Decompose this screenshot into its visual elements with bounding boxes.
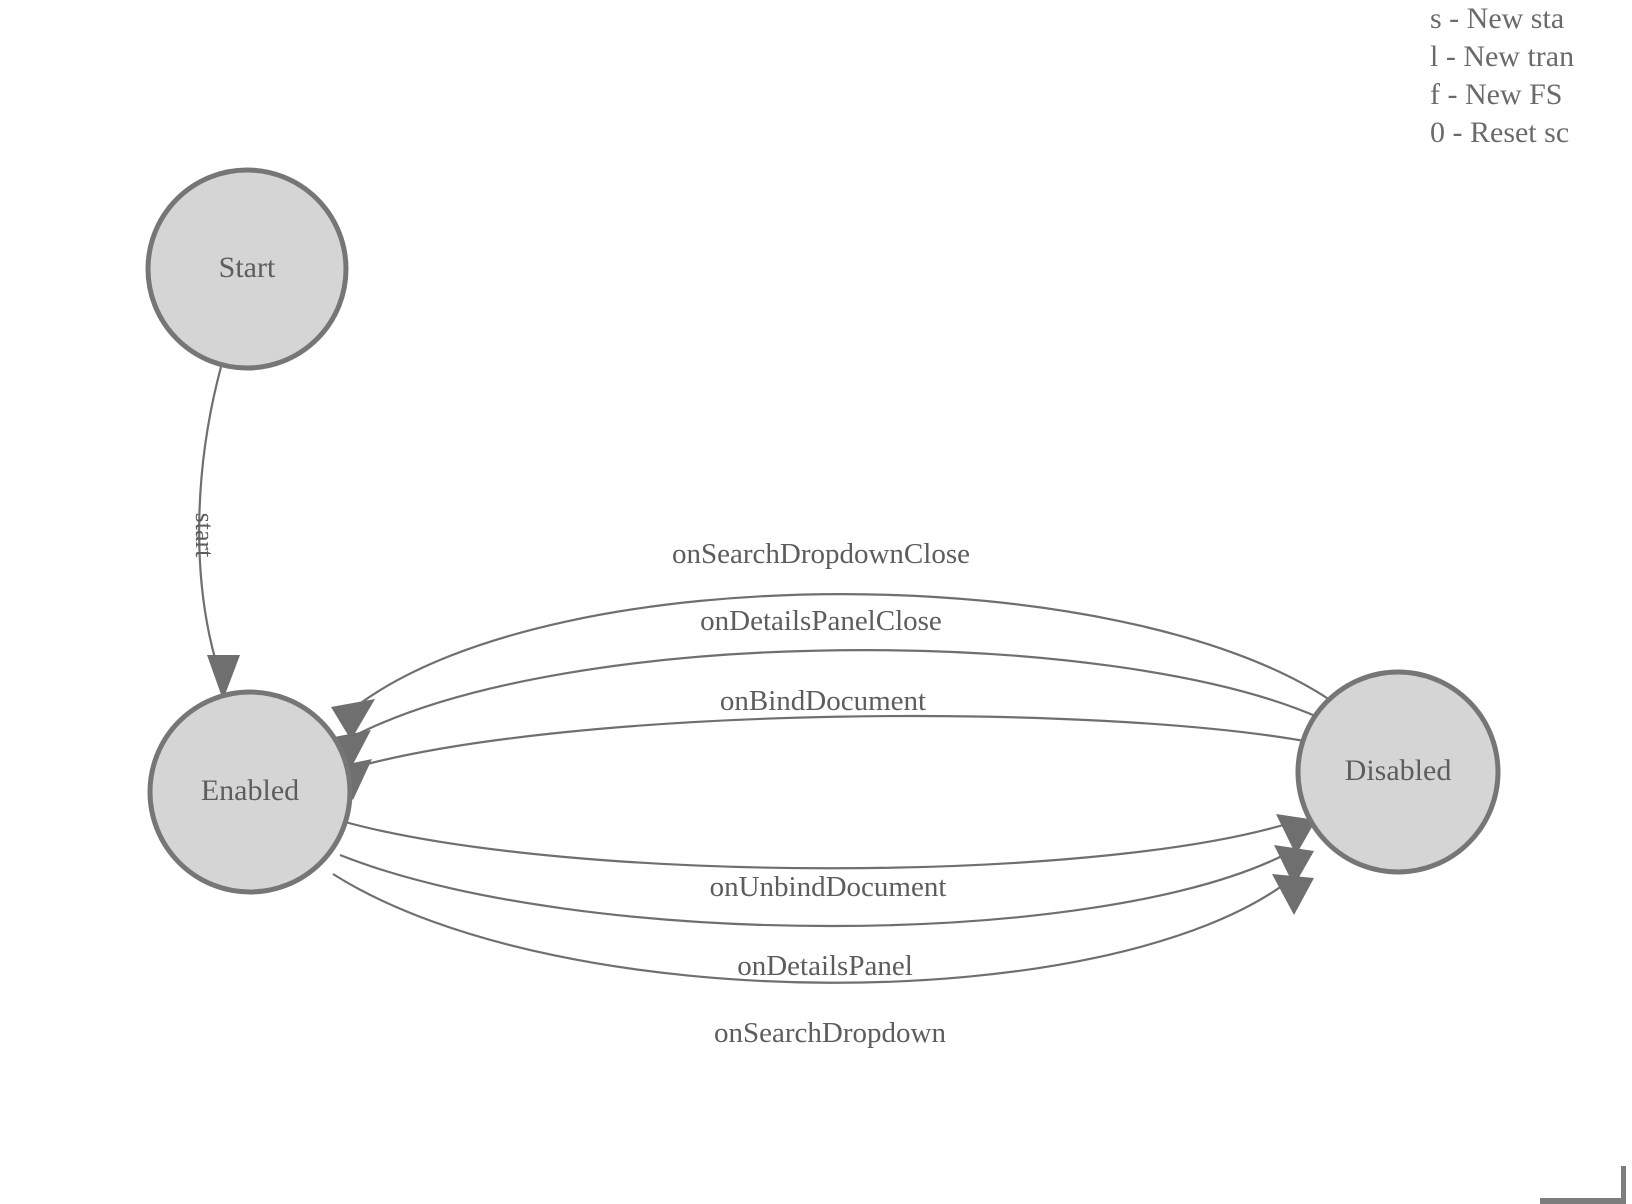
arrowhead-onsearchdropdownclose <box>331 699 375 740</box>
edge-label-group: start onSearchDropdownClose onDetailsPan… <box>190 513 970 1049</box>
corner-vertical-bar <box>1621 1166 1626 1200</box>
node-disabled-label: Disabled <box>1345 754 1452 787</box>
edge-label-onsearchdropdownclose: onSearchDropdownClose <box>672 538 970 570</box>
edge-label-ondetailspanel: onDetailsPanel <box>737 950 913 982</box>
node-disabled[interactable]: Disabled <box>1295 669 1501 875</box>
arrowhead-ondetailspanel <box>1274 845 1314 886</box>
node-disabled-circle[interactable] <box>1295 669 1501 875</box>
edge-onunbinddocument[interactable] <box>344 820 1291 870</box>
node-enabled-label: Enabled <box>201 774 299 807</box>
edge-group <box>198 366 1331 984</box>
edge-label-onsearchdropdown: onSearchDropdown <box>714 1017 946 1049</box>
node-start-circle[interactable] <box>145 167 349 371</box>
edge-onbinddocument[interactable] <box>351 714 1311 770</box>
resize-corner-marker[interactable] <box>1540 1166 1632 1204</box>
arrowhead-ondetailspanelclose <box>329 730 371 770</box>
corner-horizontal-bar <box>1540 1198 1626 1204</box>
edge-label-onbinddocument: onBindDocument <box>720 685 926 717</box>
edge-ondetailspanelclose[interactable] <box>351 649 1321 738</box>
edge-ondetailspanel[interactable] <box>339 852 1289 928</box>
edge-label-ondetailspanelclose: onDetailsPanelClose <box>700 605 942 637</box>
node-group: Start Enabled Disabled <box>145 167 1501 895</box>
arrowhead-onunbinddocument <box>1276 814 1316 855</box>
edge-onsearchdropdownclose[interactable] <box>357 593 1331 706</box>
edge-label-onunbinddocument: onUnbindDocument <box>710 871 947 903</box>
edge-onsearchdropdown[interactable] <box>332 873 1291 984</box>
node-start-label: Start <box>219 251 276 284</box>
edge-start-to-enabled[interactable] <box>198 366 223 663</box>
node-start[interactable]: Start <box>145 167 349 371</box>
arrowhead-start-to-enabled <box>207 655 240 700</box>
node-enabled-circle[interactable] <box>147 689 353 895</box>
edge-label-start: start <box>190 513 219 559</box>
arrowhead-onsearchdropdown <box>1272 874 1314 915</box>
node-enabled[interactable]: Enabled <box>147 689 353 895</box>
